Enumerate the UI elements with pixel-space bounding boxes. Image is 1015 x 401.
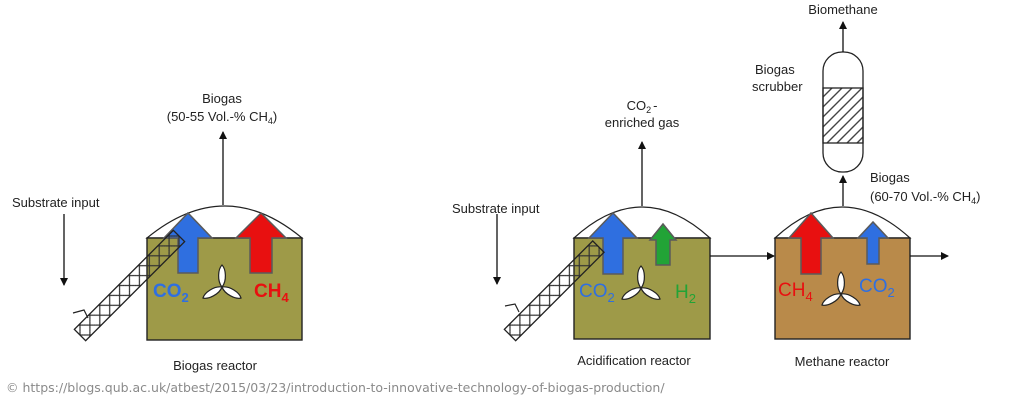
- substrate-screw-conveyor: [73, 229, 186, 342]
- scrubber-label-line1: Biogas: [755, 62, 795, 77]
- biomethane-label: Biomethane: [808, 2, 877, 17]
- biogas-reactor-label: Biogas reactor: [173, 358, 257, 373]
- biogas-process-diagram: CO2 CH4 Substrate input Biogas (50-55 Vo…: [12, 2, 981, 373]
- meth-co2-label: CO2: [859, 276, 895, 300]
- h2-up-arrow: [648, 222, 678, 266]
- methane-reactor-group: CH4 CO2 Methane reactor Biogas (60-70 Vo…: [773, 170, 981, 369]
- substrate-input-label: Substrate input: [12, 195, 100, 210]
- meth-ch4-label: CH4: [778, 280, 813, 304]
- biogas-reactor-group: CO2 CH4 Substrate input Biogas (50-55 Vo…: [12, 91, 304, 373]
- biogas-scrubber-group: Biomethane Biogas scrubber: [752, 2, 878, 173]
- biogas-title: Biogas: [202, 91, 242, 106]
- biogas-out-composition: (60-70 Vol.-% CH4): [870, 189, 981, 206]
- biogas-out-title: Biogas: [870, 170, 910, 185]
- acid-co2-up-arrow: [587, 211, 639, 275]
- copyright-notice: © https://blogs.qub.ac.uk/atbest/2015/03…: [6, 380, 665, 395]
- acid-substrate-hopper: [504, 303, 520, 313]
- h2-label: H2: [675, 282, 696, 306]
- co2-label: CO2: [153, 281, 189, 305]
- enriched-gas-label: enriched gas: [605, 115, 680, 130]
- acid-substrate-input-label: Substrate input: [452, 201, 540, 216]
- ch4-label: CH4: [254, 281, 289, 305]
- substrate-hopper: [72, 309, 89, 319]
- biogas-composition: (50-55 Vol.-% CH4): [167, 109, 278, 126]
- acid-substrate-screw-conveyor: [503, 240, 605, 342]
- methane-reactor-label: Methane reactor: [795, 354, 890, 369]
- scrubber-packing: [822, 87, 864, 144]
- methane-reactor-tank: [774, 237, 911, 340]
- acidification-reactor-label: Acidification reactor: [577, 353, 691, 368]
- scrubber-label-line2: scrubber: [752, 79, 803, 94]
- ch4-up-arrow: [234, 211, 288, 274]
- meth-ch4-up-arrow: [787, 211, 835, 275]
- acid-co2-label: CO2: [579, 281, 615, 305]
- acidification-reactor-group: CO2 H2 Substrate input CO2- enriched gas…: [452, 98, 712, 368]
- meth-co2-up-arrow: [856, 220, 890, 265]
- co2-enriched-gas-title: CO2-: [627, 98, 658, 115]
